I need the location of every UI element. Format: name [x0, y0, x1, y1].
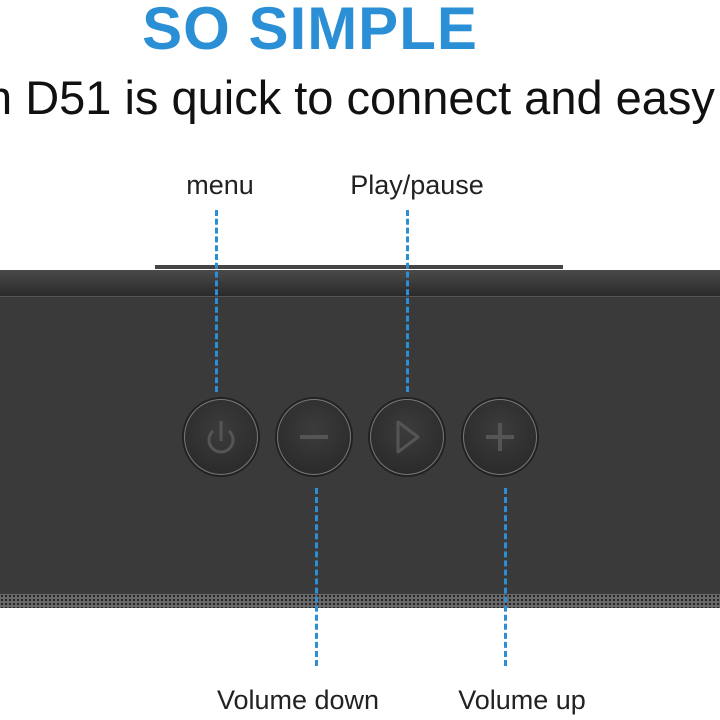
speaker-top-strip	[155, 265, 563, 269]
volume-up-button[interactable]	[463, 399, 537, 475]
plus-icon	[486, 423, 514, 451]
volume-down-button[interactable]	[277, 399, 351, 475]
headline: SO SIMPLE	[142, 0, 478, 62]
label-play-pause: Play/pause	[350, 170, 484, 200]
label-menu: menu	[186, 170, 254, 200]
play-icon	[396, 420, 420, 454]
play-pause-button[interactable]	[370, 399, 444, 475]
label-volume-down: Volume down	[216, 685, 380, 715]
play-leader-line	[406, 210, 409, 392]
speaker-body	[0, 297, 720, 595]
minus-icon	[300, 435, 328, 439]
power-menu-button[interactable]	[184, 399, 258, 475]
power-icon	[207, 421, 235, 454]
menu-leader-line	[215, 210, 218, 392]
speaker-grille	[0, 594, 720, 608]
label-volume-up: Volume up	[458, 685, 586, 715]
subtitle: n D51 is quick to connect and easy	[0, 71, 715, 124]
volume-down-leader-line	[315, 488, 318, 666]
volume-up-leader-line	[504, 488, 507, 666]
speaker-rim	[0, 270, 720, 298]
